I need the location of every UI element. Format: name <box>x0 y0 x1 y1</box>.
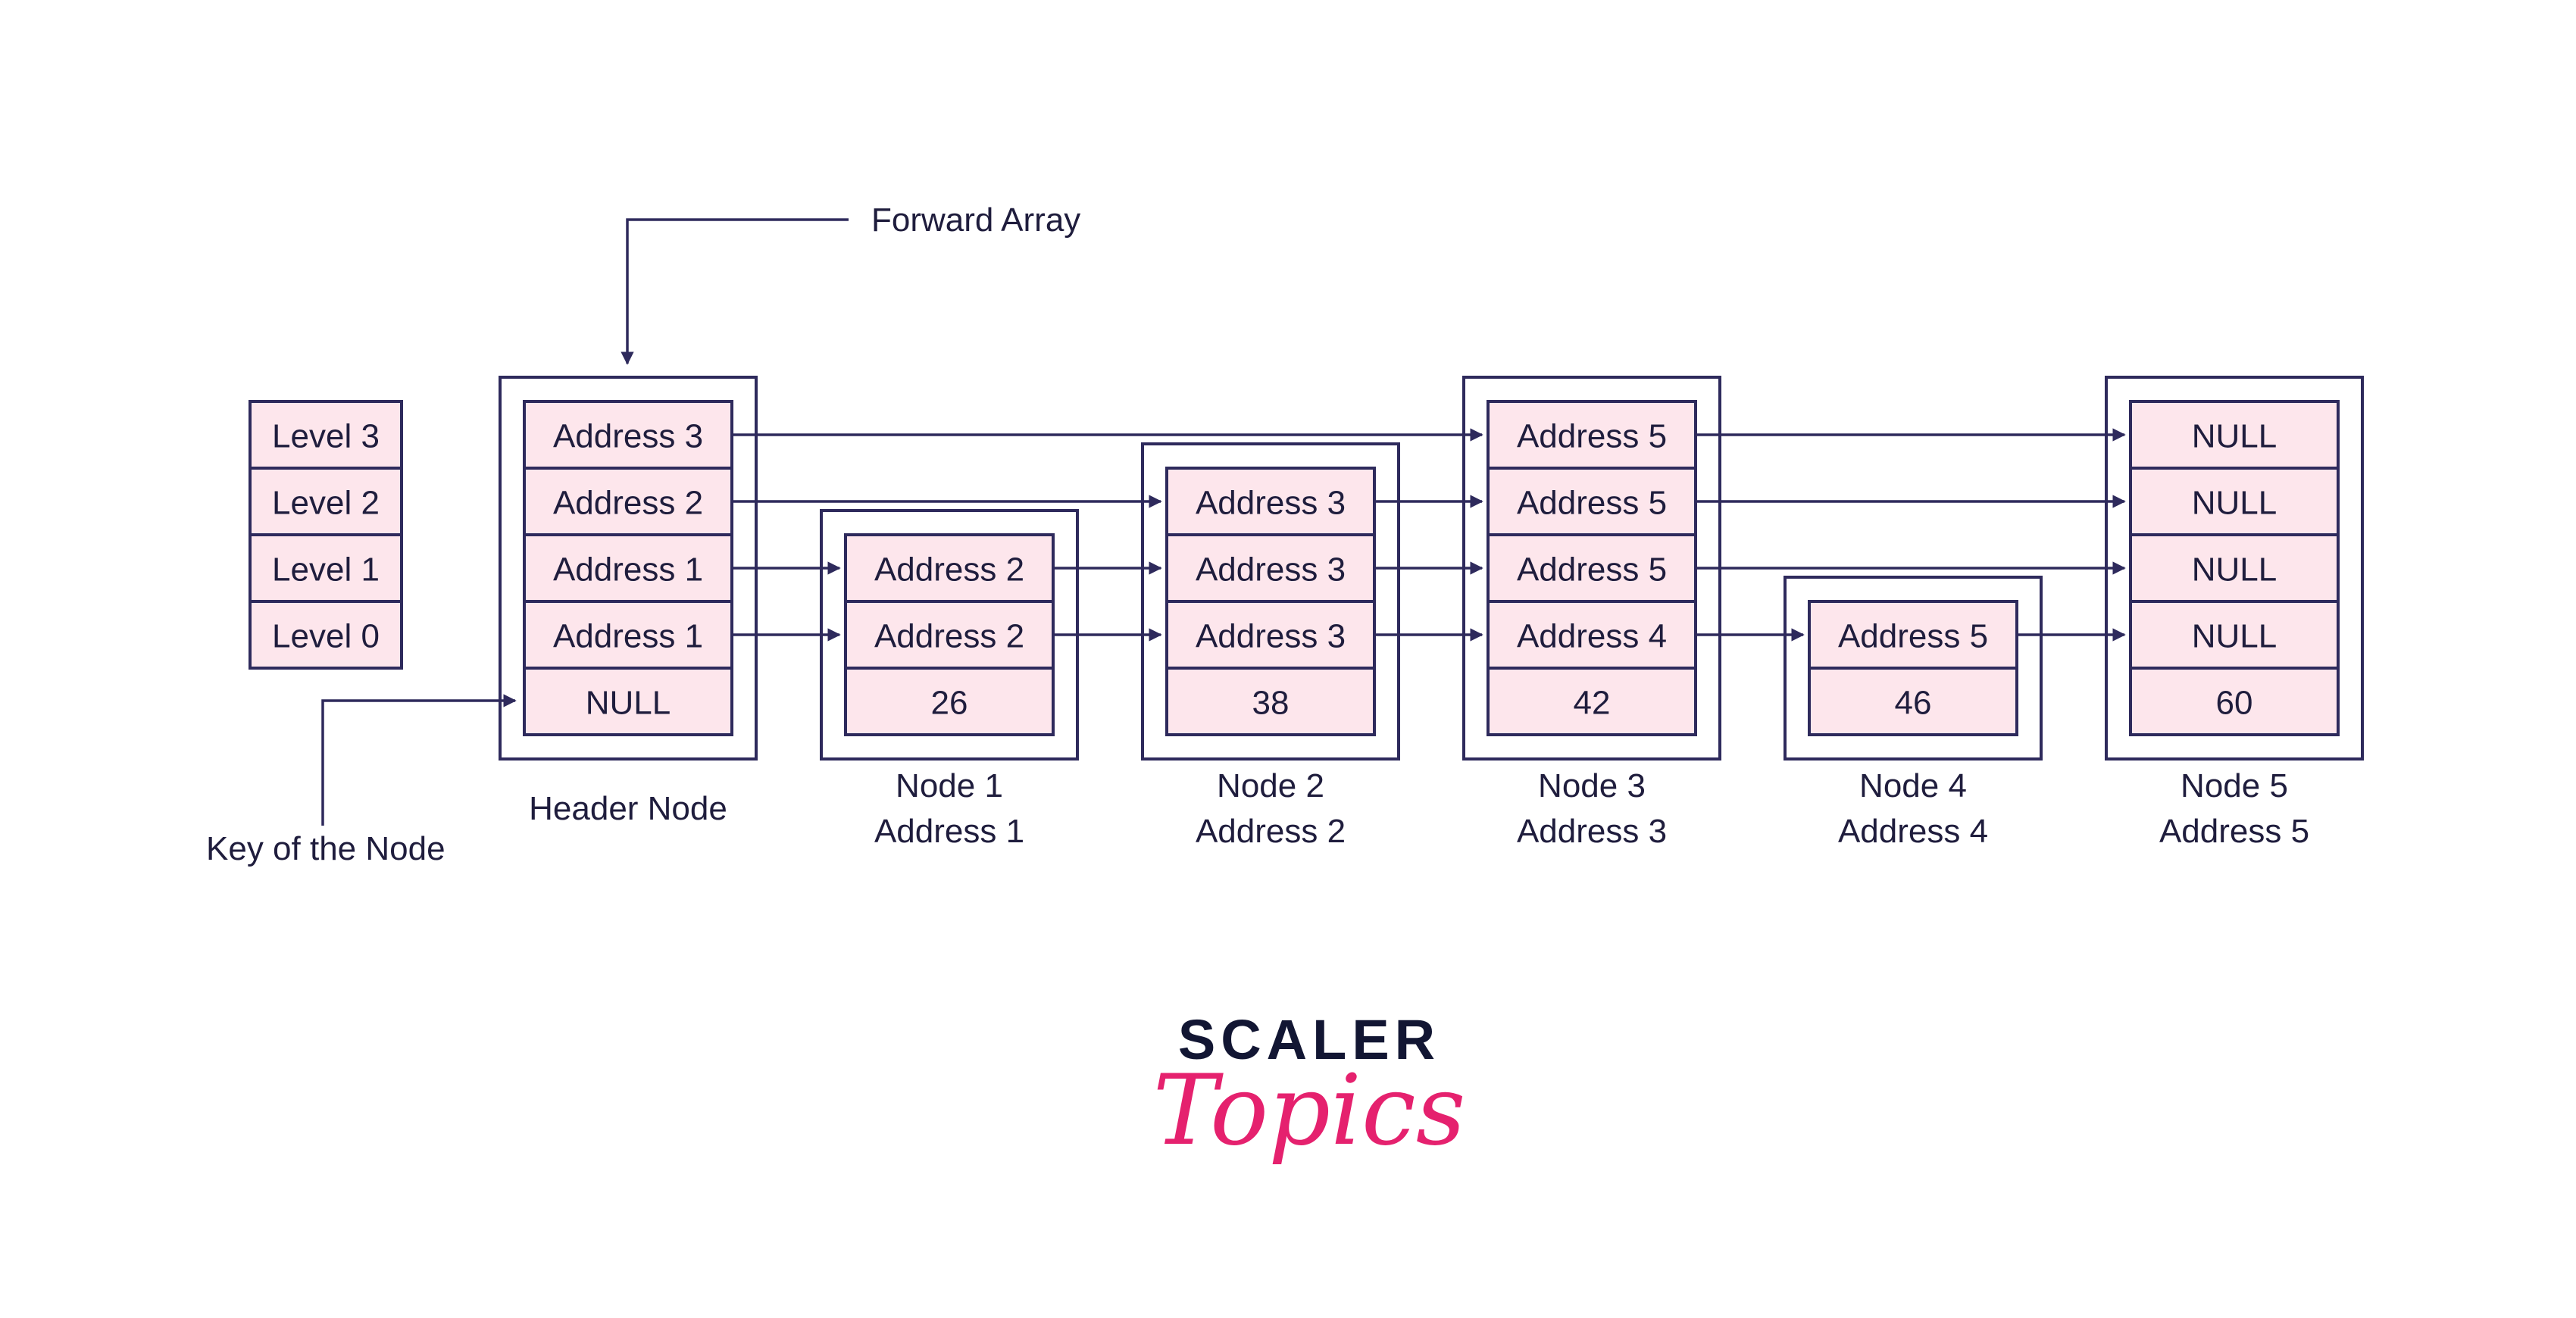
key-cell <box>2129 667 2340 736</box>
level-label: Level 3 <box>272 418 380 455</box>
node-caption: Node 3 <box>1538 767 1646 804</box>
forward-pointer-label: Address 5 <box>1517 485 1667 522</box>
forward-pointer-label: Address 3 <box>1196 618 1346 655</box>
level-cell <box>249 600 403 670</box>
forward-cell <box>1487 600 1697 670</box>
forward-pointer-label: Address 2 <box>874 618 1024 655</box>
annotations-layer: Forward Array Key of the Node <box>206 201 1080 867</box>
forward-cell <box>1808 600 2018 670</box>
node-key-label: 26 <box>931 685 968 722</box>
key-cell <box>1487 667 1697 736</box>
node-caption: Header Node <box>529 790 727 827</box>
forward-array-pointer <box>621 218 849 365</box>
node-key-label: 60 <box>2216 685 2253 722</box>
node-frame <box>1141 442 1400 761</box>
key-of-node-label: Key of the Node <box>206 830 445 867</box>
forward-pointer-label: NULL <box>2192 551 2277 589</box>
key-cell <box>1808 667 2018 736</box>
forward-cell <box>844 600 1055 670</box>
node-caption: Node 1 <box>896 767 1003 804</box>
forward-pointer-label: Address 3 <box>1196 485 1346 522</box>
forward-pointer-label: Address 1 <box>553 551 703 589</box>
forward-cell <box>844 533 1055 603</box>
level-legend: Level 3 Level 2 Level 1 Level 0 <box>249 400 403 670</box>
forward-pointer-label: Address 2 <box>553 485 703 522</box>
skip-node-header: Address 3 Address 2 Address 1 Address 1 NULL… <box>499 376 758 827</box>
forward-pointer-label: Address 1 <box>553 618 703 655</box>
node-key-label: 42 <box>1574 685 1611 722</box>
brand-scaler-text: SCALER <box>1178 1008 1440 1071</box>
node-caption: Node 2 <box>1217 767 1324 804</box>
node-frame <box>820 509 1079 761</box>
skip-node-node-3: Address 5 Address 5 Address 5 Address 4 42No… <box>1462 376 1721 850</box>
node-frame <box>1784 576 2043 761</box>
node-caption: Address 3 <box>1517 813 1667 850</box>
forward-pointer-label: NULL <box>2192 618 2277 655</box>
forward-pointer-label: Address 5 <box>1517 551 1667 589</box>
key-cell <box>523 667 733 736</box>
forward-pointer-label: Address 5 <box>1838 618 1988 655</box>
forward-cell <box>2129 600 2340 670</box>
node-frame <box>2105 376 2364 761</box>
level-label: Level 2 <box>272 485 380 522</box>
node-caption: Address 1 <box>874 813 1024 850</box>
forward-pointer-label: Address 2 <box>874 551 1024 589</box>
node-caption: Address 5 <box>2159 813 2309 850</box>
node-caption: Node 4 <box>1859 767 1967 804</box>
node-key-label: NULL <box>586 685 671 722</box>
brand-logo: SCALER Topics <box>1153 1008 1466 1167</box>
forward-cell <box>523 600 733 670</box>
node-frame <box>1462 376 1721 761</box>
forward-pointer-label: Address 5 <box>1517 418 1667 455</box>
brand-topics-text: Topics <box>1153 1054 1466 1167</box>
key-cell <box>1165 667 1376 736</box>
forward-array-label: Forward Array <box>871 201 1080 239</box>
forward-pointer-label: NULL <box>2192 485 2277 522</box>
forward-cell <box>1487 467 1697 536</box>
node-key-label: 38 <box>1252 685 1290 722</box>
forward-pointer-label: Address 3 <box>553 418 703 455</box>
node-caption: Node 5 <box>2181 767 2288 804</box>
forward-cell <box>1165 600 1376 670</box>
key-of-node-pointer <box>321 694 517 826</box>
node-caption: Address 2 <box>1196 813 1346 850</box>
node-caption: Address 4 <box>1838 813 1988 850</box>
level-label: Level 0 <box>272 618 380 655</box>
key-cell <box>844 667 1055 736</box>
forward-cell <box>1487 400 1697 470</box>
nodes-layer: Address 3 Address 2 Address 1 Address 1 NULL… <box>499 376 2364 850</box>
node-frame <box>499 376 758 761</box>
node-key-label: 46 <box>1895 685 1932 722</box>
forward-pointer-label: Address 4 <box>1517 618 1667 655</box>
level-label: Level 1 <box>272 551 380 589</box>
forward-cell <box>1165 467 1376 536</box>
forward-cell <box>2129 467 2340 536</box>
forward-cell <box>523 467 733 536</box>
forward-pointer-label: Address 3 <box>1196 551 1346 589</box>
forward-pointer-label: NULL <box>2192 418 2277 455</box>
forward-cell <box>1165 533 1376 603</box>
